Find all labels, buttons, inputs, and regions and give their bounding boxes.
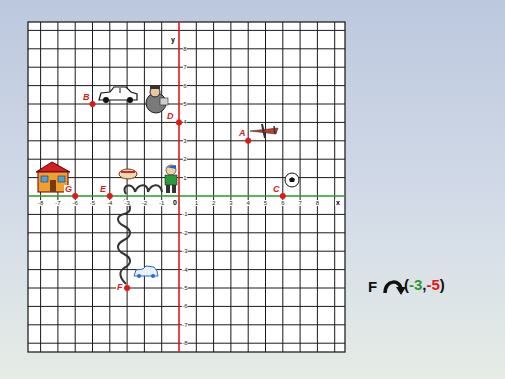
grid-line <box>161 22 162 352</box>
axis-tick: 8 <box>315 200 319 206</box>
coordinate-part: -5 <box>427 276 440 293</box>
axis-tick: 2 <box>211 200 215 206</box>
grid-line <box>300 22 301 352</box>
car-icon <box>99 87 137 103</box>
axis-tick: 6 <box>281 200 285 206</box>
grid-line <box>144 22 145 352</box>
axis-tick: -6 <box>72 200 78 206</box>
axis-tick: -2 <box>182 230 188 236</box>
axis-tick: -3 <box>182 248 188 254</box>
axis-tick: 6 <box>183 83 187 89</box>
grid-line <box>196 22 197 352</box>
coordinate-formula: (-3,-5) <box>404 276 445 293</box>
plane-icon <box>250 124 278 138</box>
grid-line <box>248 22 249 352</box>
grid-line <box>265 22 266 352</box>
grid-line <box>230 22 231 352</box>
axis-tick: 2 <box>183 156 187 162</box>
path-loops <box>125 185 162 194</box>
coordinate-part: , <box>422 276 426 293</box>
axis-tick: 1 <box>183 175 187 181</box>
axis-tick: 4 <box>183 119 187 125</box>
point-label: B <box>82 93 91 102</box>
axis-tick: -5 <box>89 200 95 206</box>
grid-line <box>317 22 318 352</box>
axis-tick: -4 <box>107 200 113 206</box>
grid-line <box>28 30 345 31</box>
axis-tick: -6 <box>182 303 188 309</box>
grid-line <box>92 22 93 352</box>
coordinate-part: ( <box>404 276 409 293</box>
axis-tick: 5 <box>263 200 267 206</box>
grid-line <box>334 22 335 352</box>
axis-tick: 3 <box>229 200 233 206</box>
grid-line <box>127 22 128 352</box>
axis-tick: -2 <box>141 200 147 206</box>
axis-tick: 8 <box>183 46 187 52</box>
axis-tick: -8 <box>182 340 188 346</box>
grid-line <box>109 22 110 352</box>
point-label: E <box>99 185 107 194</box>
point-dots <box>72 101 286 291</box>
axis-tick: -1 <box>182 211 188 217</box>
axis-tick: 1 <box>194 200 198 206</box>
grid-line <box>75 22 76 352</box>
grid-line <box>282 22 283 352</box>
axis-tick: 7 <box>183 64 187 70</box>
axis-tick: -8 <box>37 200 43 206</box>
axis-tick: -7 <box>182 322 188 328</box>
ball-icon <box>285 173 299 187</box>
axis-tick: 3 <box>183 138 187 144</box>
axis-tick: -7 <box>55 200 61 206</box>
robber-icon <box>146 86 168 113</box>
coordinate-part: -3 <box>409 276 422 293</box>
axis-tick: 4 <box>246 200 250 206</box>
boy-icon <box>165 165 177 193</box>
axis-tick: 5 <box>183 101 187 107</box>
axis-tick: -3 <box>124 200 130 206</box>
grid-line <box>213 22 214 352</box>
point-name: F <box>368 279 377 294</box>
path-loops <box>118 200 130 284</box>
point-label: F <box>116 283 124 292</box>
axis-tick: -4 <box>182 267 188 273</box>
point-label: A <box>238 129 247 138</box>
pie-icon <box>119 169 137 179</box>
axis-tick: 7 <box>298 200 302 206</box>
coordinate-part: ) <box>440 276 445 293</box>
point-label: C <box>272 185 281 194</box>
toy-car-icon <box>134 266 158 278</box>
axis-tick: -5 <box>182 285 188 291</box>
axis-name: x <box>335 199 341 206</box>
point-label: D <box>166 112 175 121</box>
axis-tick: -1 <box>159 200 165 206</box>
origin-label: 0 <box>172 199 178 206</box>
curved-arrow <box>385 282 406 295</box>
axis-name: y <box>170 36 176 43</box>
point-label: G <box>64 185 73 194</box>
